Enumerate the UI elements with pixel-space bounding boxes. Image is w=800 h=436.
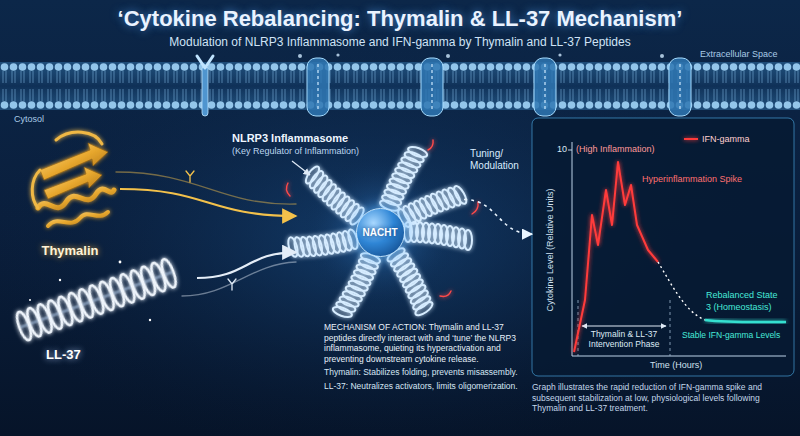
subtitle: Modulation of NLRP3 Inflammasome and IFN…	[0, 35, 800, 49]
leader-line	[292, 161, 310, 175]
legend-line	[684, 138, 698, 140]
connectors	[120, 189, 532, 278]
stable-level-line	[705, 320, 786, 322]
signal-strands	[116, 171, 296, 296]
sparkle	[29, 299, 31, 301]
axis-tick	[568, 150, 572, 151]
activation-sparks	[286, 140, 478, 296]
region-label: Cytosol	[14, 114, 44, 124]
chart-legend: IFN-gamma	[684, 134, 750, 144]
mechanism-note: Thymalin: Stabilizes folding, prevents m…	[324, 367, 528, 378]
gold-strand	[116, 172, 296, 204]
coil-arm	[404, 222, 472, 250]
channel-pores	[318, 64, 680, 110]
inflammasome-coils	[286, 142, 472, 322]
thymalin-protein	[32, 132, 114, 226]
nlrp3-inflammasome: NACHTNLRP3 Inflammasome(Key Regulator of…	[296, 150, 464, 315]
ll37-helix	[14, 257, 179, 342]
peptide-label: LL-37	[46, 347, 81, 362]
alpha-helix	[48, 212, 108, 226]
spark	[472, 202, 478, 214]
connector-arrow	[120, 189, 296, 216]
pore-line	[318, 64, 680, 110]
chart-label: Rebalanced State	[706, 290, 778, 300]
spark	[286, 183, 290, 196]
peptide-thymalin: Thymalin	[20, 118, 120, 260]
chart-label: Time (Hours)	[650, 360, 702, 370]
sparkle	[119, 261, 122, 264]
chart-label: Thymalin & LL-37 Intervention Phase	[584, 329, 664, 349]
particle	[298, 54, 302, 58]
chart-label: Stable IFN-gamma Levels	[682, 330, 780, 340]
spark	[428, 140, 433, 150]
y-symbol	[228, 279, 236, 290]
peptide-ll37: LL-37	[12, 256, 197, 366]
connector-label: Tuning/ Modulation	[470, 148, 530, 172]
legend-label: IFN-gamma	[702, 134, 750, 144]
cytokine-graph-panel: 10 (High Inflammation) Hyperinflammation S…	[532, 118, 794, 376]
peptide-label: Thymalin	[41, 243, 98, 258]
mechanism-box: MECHANISM OF ACTION: Thymalin and LL-37 …	[324, 322, 528, 391]
alpha-helix	[38, 189, 114, 208]
complex-label: (Key Regulator of Inflammation)	[232, 146, 359, 156]
helix-axis	[20, 271, 174, 327]
coil-arm	[396, 177, 469, 235]
chart-label: (High Inflammation)	[576, 144, 655, 154]
phase-bracket	[582, 326, 666, 327]
receptor-y	[197, 56, 213, 116]
domain-label: NACHT	[363, 227, 398, 238]
cell-membrane	[0, 53, 800, 116]
sparkle	[59, 279, 61, 281]
membrane-channels	[307, 58, 691, 116]
protein-loop	[32, 170, 40, 208]
phase-marker	[578, 300, 670, 356]
sparkle	[149, 319, 151, 321]
sparkles	[29, 261, 151, 322]
axes	[572, 142, 786, 356]
chart-label: Hyperinflammation Spike	[642, 174, 742, 184]
ifn-gamma-spike	[574, 162, 658, 352]
legend-item: IFN-gamma	[684, 134, 750, 144]
graph-plot	[568, 142, 786, 356]
spark	[440, 291, 451, 296]
particle	[660, 54, 664, 58]
connector-arrow	[464, 200, 532, 235]
chart-label: 3 (Homeostasis)	[706, 302, 772, 312]
coil-arm	[379, 246, 441, 318]
coil-arm	[332, 248, 382, 321]
particles	[298, 53, 664, 58]
region-label: Extracellular Space	[700, 49, 778, 59]
particle	[336, 53, 339, 56]
chart-label: 10	[548, 144, 567, 154]
connector-arrow	[197, 252, 296, 278]
protein-loop	[56, 132, 102, 144]
receptor-stem	[202, 66, 208, 116]
y-symbol	[186, 171, 194, 182]
coil-arm	[286, 221, 359, 266]
particle	[558, 53, 561, 56]
chart-label: Graph illustrates the rapid reduction of…	[532, 382, 794, 414]
nacht-domain: NACHT	[356, 208, 405, 257]
particle	[446, 54, 450, 58]
mechanism-note: LL-37: Neutralizes activators, limits ol…	[324, 381, 528, 392]
receptor-arms	[197, 56, 213, 68]
complex-label: NLRP3 Inflammasome	[232, 132, 348, 144]
chart-label: Cytokine Level (Relative Units)	[545, 188, 555, 311]
mechanism-text: MECHANISM OF ACTION: Thymalin and LL-37 …	[324, 322, 528, 364]
diagram-title: ‘Cytokine Rebalancing: Thymalin & LL-37 …	[0, 6, 800, 32]
decay-curve	[658, 262, 705, 320]
graph-panel	[532, 118, 794, 376]
